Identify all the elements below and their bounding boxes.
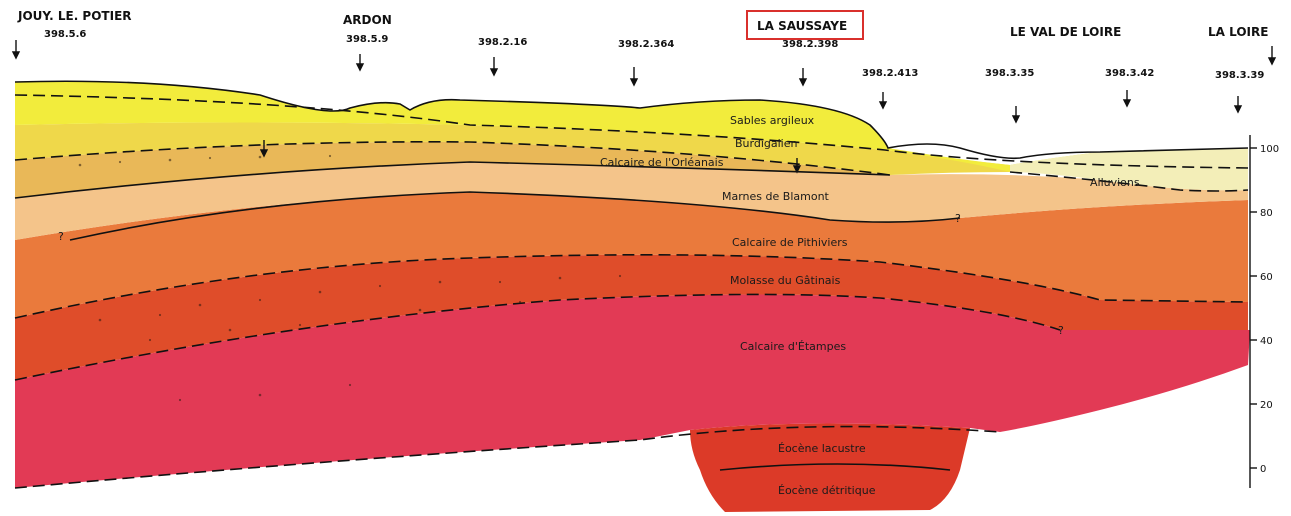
location-val-de-loire: LE VAL DE LOIRE [1010,25,1121,39]
scale-tick-100: 100 [1260,144,1279,155]
well-label-8: 398.3.42 [1105,68,1154,79]
layer-label-blamont: Marnes de Blamont [722,190,830,203]
well-label-1: 398.5.6 [44,29,86,40]
layer-label-eocene-lacustre: Éocène lacustre [778,442,866,455]
question-mark-blamont: ? [955,212,961,225]
layer-label-eocene-detritique: Éocène détritique [778,484,876,497]
scale-tick-40: 40 [1260,336,1273,347]
question-mark-gatinais: ? [1058,324,1064,337]
well-label-6: 398.2.413 [862,68,918,79]
question-mark-west: ? [58,230,64,243]
location-jouy: JOUY. LE. POTIER [17,9,132,23]
scale-tick-0: 0 [1260,464,1266,475]
layer-label-pithiviers: Calcaire de Pithiviers [732,236,848,249]
well-label-4: 398.2.364 [618,39,674,50]
location-loire: LA LOIRE [1208,25,1268,39]
scale-tick-60: 60 [1260,272,1273,283]
well-label-7: 398.3.35 [985,68,1034,79]
elevation-scale-ticks [1250,148,1257,468]
well-label-9: 398.3.39 [1215,70,1264,81]
layer-label-alluvions: Alluvions [1090,176,1140,189]
layer-label-etampes: Calcaire d'Étampes [740,340,846,353]
layer-label-sables: Sables argileux [730,114,815,127]
well-label-2: 398.5.9 [346,34,388,45]
scale-tick-80: 80 [1260,208,1273,219]
location-saussaye: LA SAUSSAYE [757,19,847,33]
layer-label-orleanais: Calcaire de l'Orléanais [600,156,724,169]
layer-label-burdigalien: Burdigalien [735,137,797,150]
scale-tick-20: 20 [1260,400,1273,411]
well-label-5: 398.2.398 [782,39,838,50]
well-label-3: 398.2.16 [478,37,527,48]
layer-label-gatinais: Molasse du Gâtinais [730,274,841,287]
location-ardon: ARDON [343,13,392,27]
